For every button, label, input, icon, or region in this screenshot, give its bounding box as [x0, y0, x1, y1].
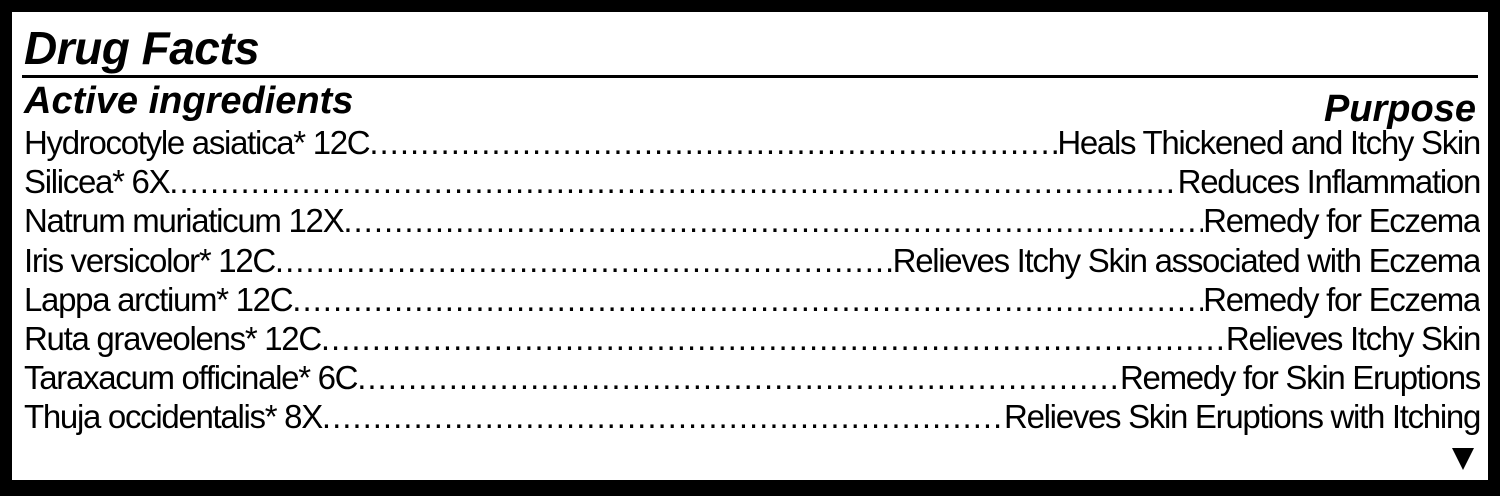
ingredient-purpose: Reduces Inflammation	[1177, 163, 1480, 201]
ingredient-row: Lappa arctium* 12C Remedy for Eczema	[24, 281, 1480, 320]
ingredient-row: Thuja occidentalis* 8X Relieves Skin Erup…	[24, 398, 1480, 437]
ingredient-row: Ruta graveolens* 12C Relieves Itchy Skin	[24, 320, 1480, 359]
ingredient-purpose: Remedy for Eczema	[1203, 280, 1480, 318]
dot-leader	[357, 359, 1120, 397]
ingredient-row: Taraxacum officinale* 6C Remedy for Skin …	[24, 359, 1480, 398]
ingredient-purpose: Remedy for Skin Eruptions	[1119, 359, 1480, 397]
ingredient-name: Ruta graveolens* 12C	[24, 319, 322, 357]
title-divider	[22, 75, 1478, 78]
dot-leader	[169, 163, 1177, 201]
active-ingredients-heading: Active ingredients	[24, 80, 354, 122]
dot-leader	[322, 398, 1004, 436]
dot-leader	[369, 124, 1057, 162]
ingredient-name: Thuja occidentalis* 8X	[24, 398, 323, 436]
section-header: Active ingredients Purpose	[24, 78, 1476, 130]
dot-leader	[343, 202, 1203, 240]
dot-leader	[321, 320, 1226, 358]
ingredient-row: Iris versicolor* 12C Relieves Itchy Skin …	[24, 242, 1480, 281]
ingredient-purpose: Relieves Itchy Skin	[1225, 319, 1480, 357]
dot-leader	[292, 281, 1203, 319]
ingredient-purpose: Relieves Itchy Skin associated with Ecze…	[892, 241, 1480, 279]
dot-leader	[275, 242, 893, 280]
ingredient-purpose: Remedy for Eczema	[1203, 202, 1480, 240]
ingredient-name: Natrum muriaticum 12X	[24, 202, 345, 240]
down-triangle-icon	[1452, 448, 1474, 470]
ingredient-purpose: Relieves Skin Eruptions with Itching	[1004, 398, 1480, 436]
ingredient-row: Natrum muriaticum 12X Remedy for Eczema	[24, 202, 1480, 241]
ingredient-name: Silicea* 6X	[24, 163, 171, 201]
purpose-heading: Purpose	[1323, 88, 1476, 130]
ingredients-list: Hydrocotyle asiatica* 12C Heals Thickened…	[24, 124, 1480, 438]
ingredient-name: Iris versicolor* 12C	[24, 241, 276, 279]
ingredient-name: Taraxacum officinale* 6C	[24, 359, 359, 397]
ingredient-purpose: Heals Thickened and Itchy Skin	[1057, 124, 1480, 161]
drug-facts-title: Drug Facts	[24, 22, 260, 74]
drug-facts-panel: Drug Facts Active ingredients Purpose Hy…	[12, 12, 1488, 480]
ingredient-row: Silicea* 6X Reduces Inflammation	[24, 163, 1480, 202]
ingredient-row: Hydrocotyle asiatica* 12C Heals Thickened…	[24, 124, 1480, 163]
ingredient-name: Lappa arctium* 12C	[24, 280, 294, 318]
ingredient-name: Hydrocotyle asiatica* 12C	[24, 124, 371, 161]
